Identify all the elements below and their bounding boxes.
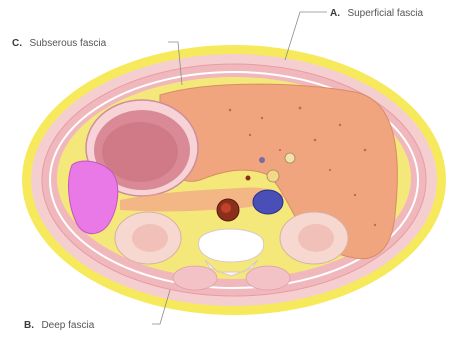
label-superficial: A. Superficial fascia [330,3,423,20]
right-kidney-medulla [298,224,334,252]
aorta-lumen [221,203,231,213]
label-subserous: C. Subserous fascia [12,33,107,50]
label-deep: B. Deep fascia [24,315,95,332]
left-kidney-medulla [132,224,168,252]
inferior-vena-cava [253,190,283,214]
vertebral-body [198,229,263,262]
stomach-lumen [102,122,178,182]
